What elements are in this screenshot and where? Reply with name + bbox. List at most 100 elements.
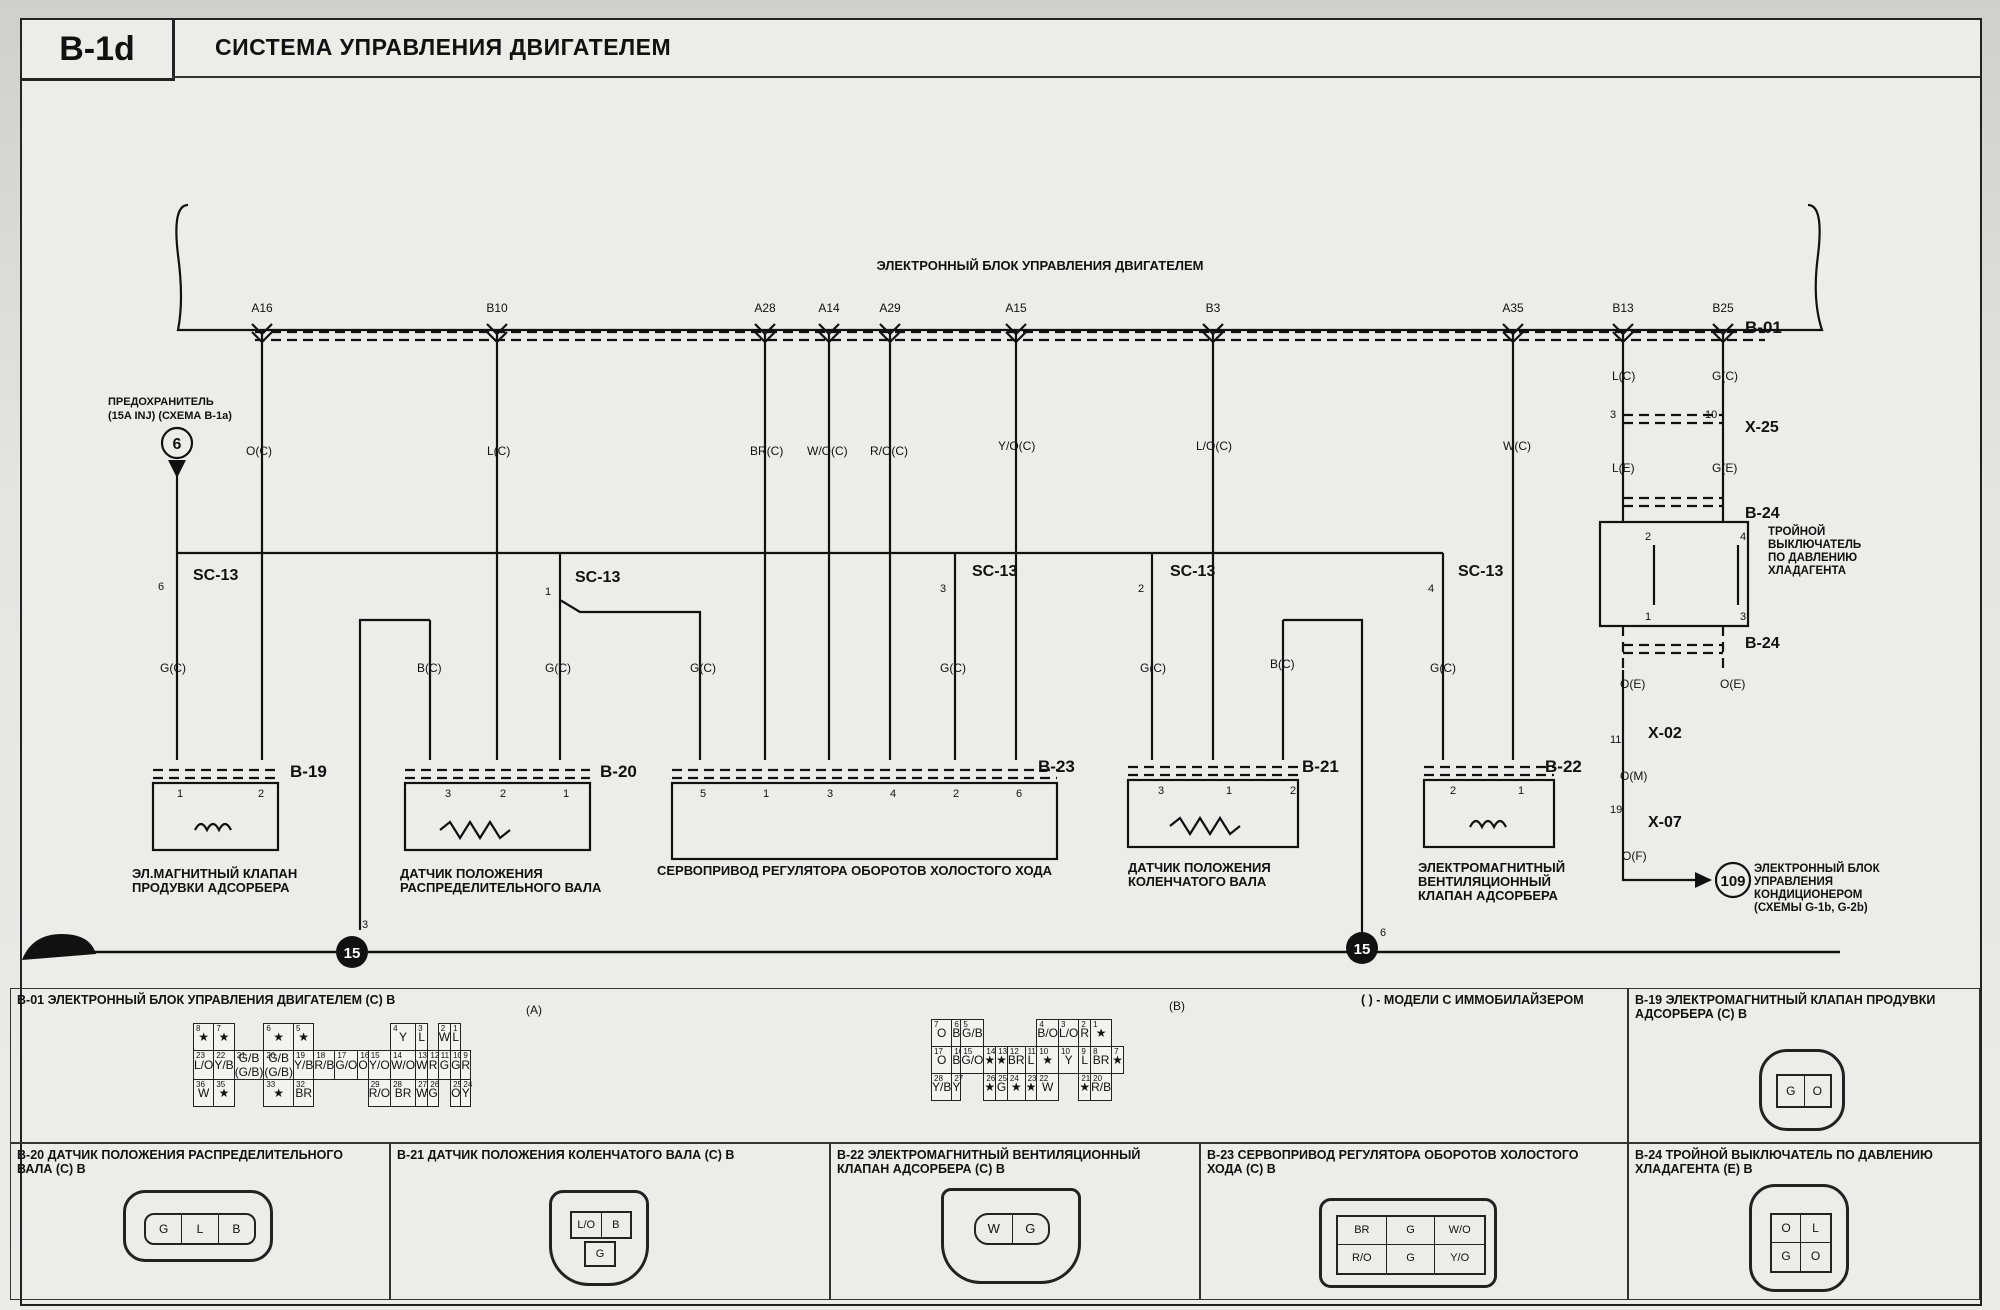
pin-cell-empty <box>234 1024 264 1051</box>
fuse-label: ПРЕДОХРАНИТЕЛЬ <box>108 396 214 408</box>
x25-label: X-25 <box>1745 419 1779 436</box>
component-boxes <box>151 765 1556 861</box>
ac-desc-3: КОНДИЦИОНЕРОМ <box>1754 889 1862 901</box>
pin-cell-empty <box>314 1024 335 1051</box>
pin-wire-color: Y <box>1064 1053 1073 1067</box>
b22-desc-2: ВЕНТИЛЯЦИОННЫЙ <box>1418 874 1551 889</box>
pin-wire-color: ★ <box>273 1030 285 1044</box>
pin-wire-color: BR <box>1092 1053 1110 1067</box>
wire-label-g2: G(C) <box>545 661 571 675</box>
b19-plug-icon: G O <box>1759 1049 1845 1131</box>
pin-wire-color: ★ <box>298 1030 310 1044</box>
pin-wire-color: ★ <box>1025 1080 1037 1094</box>
panel-b23: B-23 СЕРВОПРИВОД РЕГУЛЯТОРА ОБОРОТОВ ХОЛ… <box>1200 1143 1628 1300</box>
wire-label-b25: G(C) <box>1712 369 1738 383</box>
pin-wire-color: BR <box>394 1086 412 1100</box>
pin-number: 8 <box>1093 1047 1098 1056</box>
panel-b19-title: B-19 ЭЛЕКТРОМАГНИТНЫЙ КЛАПАН ПРОДУВКИ АД… <box>1635 993 1936 1021</box>
pin-cell-empty <box>438 1080 450 1107</box>
pin-wire-color: B <box>952 1026 961 1040</box>
pin-number: 28 <box>393 1080 402 1089</box>
pin-wire-color: G <box>996 1080 1007 1094</box>
right-connector-pins: 3 10 11 19 2 4 1 3 <box>1610 409 1746 816</box>
b20-pin-2: 2 <box>500 788 506 800</box>
b21-box <box>1126 778 1300 849</box>
header-divider <box>172 76 1980 78</box>
wire-label-a29: R/O(C) <box>870 444 908 458</box>
ecu-pin-b10: B10 <box>486 301 508 315</box>
pin-wire-color: ★ <box>218 1030 230 1044</box>
car-body-ground-icon <box>22 934 96 960</box>
wire-label-sw2: O(E) <box>1720 677 1745 691</box>
pin-wire-color: G/B (G/B) <box>264 1051 294 1079</box>
pin-wire-color: G <box>451 1058 461 1072</box>
b23-pin-5: 5 <box>700 788 706 800</box>
wire-label-g1: G(C) <box>160 661 186 675</box>
component-descriptions: ЭЛ.МАГНИТНЫЙ КЛАПАН ПРОДУВКИ АДСОРБЕРА Д… <box>132 860 1565 903</box>
pin-wire-color: R/B <box>1091 1080 1112 1094</box>
pin-cell: 8★ <box>192 1023 215 1051</box>
pin-wire-color: R/B <box>314 1058 335 1072</box>
pin-number: 10 <box>1061 1047 1070 1056</box>
b21-resistor-icon <box>1169 815 1241 837</box>
pin-cell: 33★ <box>263 1079 294 1107</box>
pin-wire-color: G/O <box>335 1058 358 1072</box>
pin-wire-color: ★ <box>198 1030 210 1044</box>
pin-wire-color: R <box>428 1058 438 1072</box>
pin-wire-color: ★ <box>996 1053 1007 1067</box>
b19-label: B-19 <box>290 762 327 781</box>
ecu-pin-a28: A28 <box>754 301 776 315</box>
pin-number: 15 <box>963 1047 973 1056</box>
ground-point-left-icon <box>336 936 368 968</box>
pin-wire-color: L <box>418 1030 426 1044</box>
b24-pin-o2: O <box>1810 1249 1821 1263</box>
x02-label: X-02 <box>1648 725 1682 742</box>
b23-pin-yo: Y/O <box>1450 1252 1470 1264</box>
pin-cell: 24★ <box>1006 1073 1026 1101</box>
pin-cell: 7★ <box>1111 1046 1124 1074</box>
b23-pin-4: 4 <box>890 788 896 800</box>
b23-pin-g2: G <box>1387 1245 1436 1273</box>
pin-number: 26 <box>986 1074 996 1083</box>
pin-wire-color: BR <box>1007 1053 1025 1067</box>
pin-cell-empty <box>335 1080 358 1107</box>
b22-box <box>1422 778 1556 849</box>
pin-wire-color: G <box>439 1058 450 1072</box>
b24-pin-2: 2 <box>1645 531 1651 543</box>
splice-pin-5: 4 <box>1428 583 1434 595</box>
b20-box <box>403 781 592 852</box>
pin-cell: 21★ <box>1078 1073 1092 1101</box>
pin-number: 9 <box>1081 1047 1086 1056</box>
power-bus <box>175 470 1445 940</box>
pin-number: 21 <box>236 1051 246 1060</box>
b20-resistor-icon <box>439 819 511 841</box>
b23-pin-g1: G <box>1386 1217 1436 1245</box>
b22-label: B-22 <box>1545 757 1582 776</box>
b24-desc-3: ПО ДАВЛЕНИЮ <box>1768 552 1857 564</box>
pin-number: 20 <box>266 1051 276 1060</box>
pin-number: 13 <box>418 1051 427 1060</box>
pin-number: 7 <box>934 1020 939 1029</box>
ac-circuit <box>1598 413 1750 882</box>
